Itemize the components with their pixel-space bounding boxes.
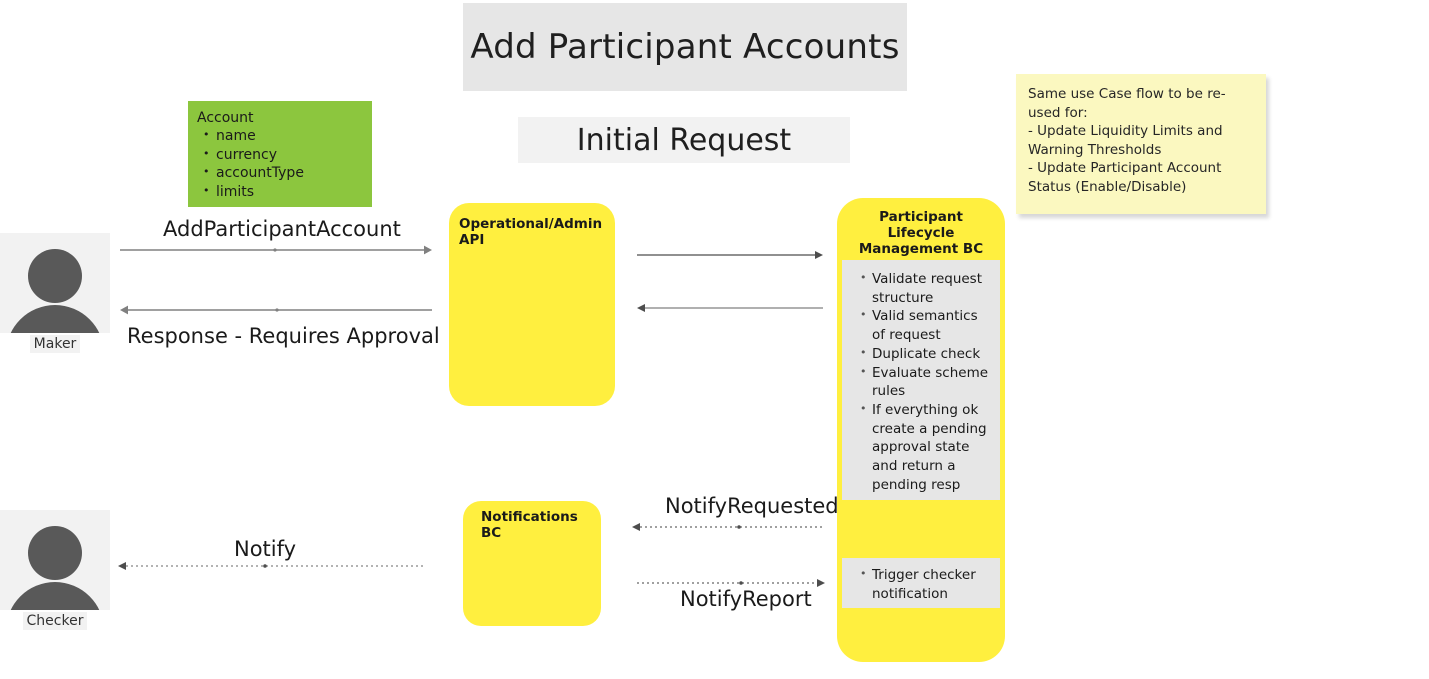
message-notify-report-label: NotifyReport bbox=[680, 587, 812, 611]
lane-operational-admin-api-title: Operational/Admin API bbox=[459, 216, 603, 248]
reuse-note-line-3: - Update Participant Account Status (Ena… bbox=[1028, 160, 1222, 195]
list-item: If everything ok create a pending approv… bbox=[860, 400, 994, 495]
activity-validate: Validate request structure Valid semanti… bbox=[842, 260, 1000, 500]
lane-notifications-bc[interactable]: Notifications BC bbox=[463, 501, 601, 626]
message-notify-checker-label: Notify bbox=[234, 537, 297, 561]
actor-maker-label: Maker bbox=[0, 335, 110, 353]
activity-trigger-list: Trigger checker notification bbox=[848, 565, 994, 603]
actor-checker[interactable]: Checker bbox=[0, 510, 110, 630]
message-notify-checker bbox=[118, 559, 426, 573]
actor-checker-label: Checker bbox=[0, 612, 110, 630]
list-item: Valid semantics of request bbox=[860, 306, 994, 344]
list-item: Trigger checker notification bbox=[860, 565, 994, 603]
message-add-participant-account-label: AddParticipantAccount bbox=[163, 217, 401, 241]
list-item: Evaluate scheme rules bbox=[860, 363, 994, 401]
lane-operational-admin-api[interactable]: Operational/Admin API bbox=[449, 203, 615, 406]
page-subtitle: Initial Request bbox=[518, 117, 850, 163]
reuse-note-line-2: - Update Liquidity Limits and Warning Th… bbox=[1028, 123, 1223, 158]
account-data-object-title: Account bbox=[197, 110, 254, 126]
message-notify-requested bbox=[632, 520, 824, 534]
message-response-requires-approval-label: Response - Requires Approval bbox=[127, 324, 440, 348]
message-add-participant-account bbox=[120, 243, 432, 257]
list-item: accountType bbox=[203, 163, 372, 183]
list-item: limits bbox=[203, 182, 372, 202]
person-icon bbox=[0, 233, 110, 333]
list-item: name bbox=[203, 126, 372, 146]
actor-maker[interactable]: Maker bbox=[0, 233, 110, 353]
lane-notifications-bc-title: Notifications BC bbox=[481, 509, 578, 541]
lane-participant-lifecycle-management-bc[interactable]: Participant Lifecycle Management BC Vali… bbox=[837, 198, 1005, 662]
activity-validate-list: Validate request structure Valid semanti… bbox=[848, 269, 994, 495]
list-item: Validate request structure bbox=[860, 269, 994, 307]
list-item: Duplicate check bbox=[860, 344, 994, 364]
account-data-object: Account name currency accountType limits bbox=[188, 101, 372, 207]
lane-participant-lifecycle-management-bc-title: Participant Lifecycle Management BC bbox=[858, 209, 984, 257]
message-api-to-plm-request bbox=[637, 248, 823, 262]
message-notify-requested-label: NotifyRequested bbox=[665, 494, 839, 518]
message-plm-to-api-response bbox=[637, 301, 823, 315]
person-icon bbox=[0, 510, 110, 610]
reuse-note-line-1: Same use Case flow to be re-used for: bbox=[1028, 86, 1226, 121]
message-response-requires-approval bbox=[120, 303, 432, 317]
activity-trigger-checker-notification: Trigger checker notification bbox=[842, 558, 1000, 608]
list-item: currency bbox=[203, 145, 372, 165]
page-title: Add Participant Accounts bbox=[463, 3, 907, 91]
message-notify-report bbox=[637, 576, 825, 590]
reuse-note: Same use Case flow to be re-used for: - … bbox=[1016, 74, 1266, 214]
account-field-list: name currency accountType limits bbox=[188, 126, 372, 202]
